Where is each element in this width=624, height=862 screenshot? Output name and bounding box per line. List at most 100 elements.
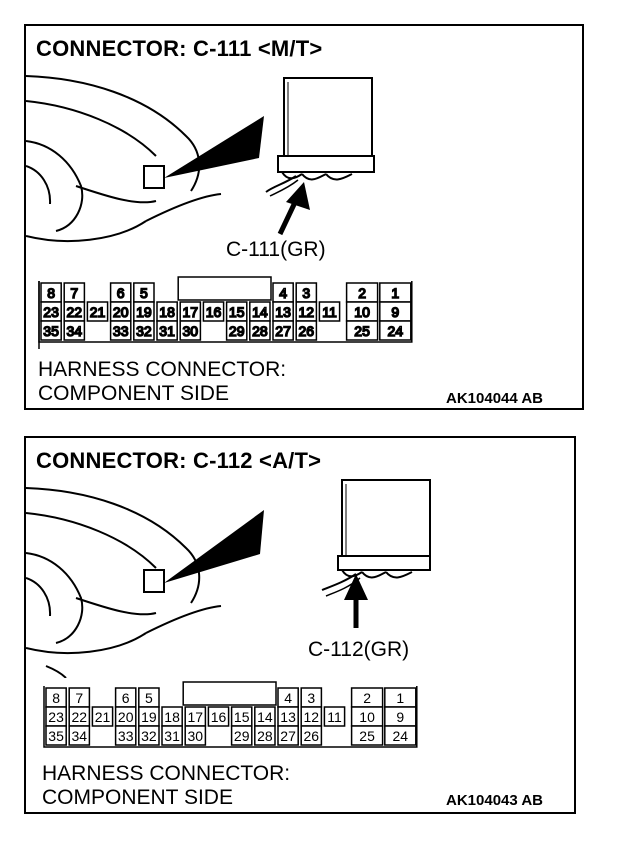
pin-20: 20: [113, 304, 129, 320]
pin-23: 23: [48, 709, 64, 725]
pin-31: 31: [159, 323, 175, 339]
pin-17: 17: [188, 709, 204, 725]
pin-34: 34: [67, 323, 83, 339]
pin-13: 13: [280, 709, 296, 725]
pin-17: 17: [183, 304, 199, 320]
pin-11: 11: [322, 304, 337, 320]
pin-16-cell: [207, 706, 230, 727]
pin-4: 4: [279, 285, 287, 301]
dashboard-illustration: [26, 75, 375, 242]
connector-key: [177, 276, 272, 301]
pin-31: 31: [164, 728, 180, 744]
pin-28-cell: [249, 320, 271, 341]
pin-28: 28: [252, 323, 268, 339]
dashboard-outline: [26, 487, 201, 604]
connector-key: [182, 681, 277, 706]
pin-22: 22: [67, 304, 83, 320]
pin-15: 15: [229, 304, 245, 320]
pin-33-cell: [114, 725, 137, 746]
pin-2: 2: [358, 285, 366, 301]
pin-29-cell: [225, 320, 248, 341]
pin-19: 19: [136, 304, 152, 320]
pin-29-cell: [230, 725, 253, 746]
connector-frame: [38, 281, 413, 343]
pin-23: 23: [43, 304, 59, 320]
pin-26-cell: [300, 725, 323, 746]
pin-31-cell: [161, 725, 183, 746]
pin-5: 5: [140, 285, 148, 301]
pin-21: 21: [95, 709, 111, 725]
connector-callout-label: C-112(GR): [308, 638, 410, 661]
pin-3: 3: [307, 690, 315, 706]
caption-side: COMPONENT SIDE: [38, 382, 229, 405]
pin-30: 30: [188, 728, 204, 744]
pin-25: 25: [359, 728, 375, 744]
pin-7: 7: [70, 285, 78, 301]
connector-panel-c111: CONNECTOR: C-111 <M/T>: [24, 24, 584, 410]
panel-title: CONNECTOR: C-111 <M/T>: [36, 36, 323, 61]
pin-35: 35: [48, 728, 64, 744]
pin-25-cell: [345, 320, 379, 341]
pin-31-cell: [156, 320, 178, 341]
pin-34-cell: [63, 320, 86, 341]
pin-27: 27: [275, 323, 291, 339]
connector-frame: [43, 686, 418, 748]
pin-18: 18: [159, 304, 175, 320]
figure-id: AK104043 AB: [446, 792, 543, 809]
pin-26-cell: [295, 320, 318, 341]
pin-18: 18: [164, 709, 180, 725]
pin-21: 21: [90, 304, 106, 320]
pin-29: 29: [229, 323, 245, 339]
caption-side: COMPONENT SIDE: [42, 786, 233, 809]
pin-20: 20: [118, 709, 134, 725]
pin-32: 32: [141, 728, 157, 744]
pin-11-cell: [318, 301, 341, 322]
pointer-wedge: [164, 116, 264, 178]
pin-14: 14: [257, 709, 273, 725]
pin-16-cell: [202, 301, 225, 322]
pin-12: 12: [299, 304, 315, 320]
pin-26: 26: [299, 323, 315, 339]
control-unit-box: [265, 77, 375, 197]
pin-4: 4: [284, 690, 292, 706]
control-unit-box: [321, 479, 431, 597]
pin-11-cell: [323, 706, 346, 727]
pin-34: 34: [72, 728, 88, 744]
pin-29: 29: [234, 728, 250, 744]
pin-6: 6: [117, 285, 125, 301]
pin-35-cell: [40, 320, 62, 341]
dashboard-illustration: [26, 479, 431, 678]
pin-32-cell: [133, 320, 155, 341]
pin-10: 10: [359, 709, 375, 725]
pin-21-cell: [86, 301, 109, 322]
pin-14: 14: [252, 304, 268, 320]
pin-27-cell: [272, 320, 294, 341]
pin-28: 28: [257, 728, 273, 744]
pin-33-cell: [109, 320, 132, 341]
pin-8: 8: [47, 285, 55, 301]
pin-33: 33: [118, 728, 134, 744]
pin-27: 27: [280, 728, 296, 744]
pointer-wedge: [164, 510, 264, 583]
pin-24-cell: [379, 320, 412, 341]
figure-id: AK104044 AB: [446, 390, 543, 407]
pin-27-cell: [277, 725, 299, 746]
callout-arrow: [277, 182, 310, 236]
pin-33: 33: [113, 323, 129, 339]
panel-title: CONNECTOR: C-112 <A/T>: [36, 448, 322, 473]
dash-connector-icon: [143, 165, 165, 189]
pin-1: 1: [391, 285, 399, 301]
pin-7: 7: [75, 690, 83, 706]
pin-25-cell: [350, 725, 384, 746]
pin-6: 6: [122, 690, 130, 706]
pin-32-cell: [138, 725, 160, 746]
pin-12: 12: [304, 709, 320, 725]
connector-callout-label: C-111(GR): [226, 238, 326, 261]
pin-22: 22: [72, 709, 88, 725]
pin-21-cell: [91, 706, 114, 727]
pin-24-cell: [384, 725, 417, 746]
pin-10: 10: [354, 304, 370, 320]
pin-11: 11: [327, 709, 342, 725]
